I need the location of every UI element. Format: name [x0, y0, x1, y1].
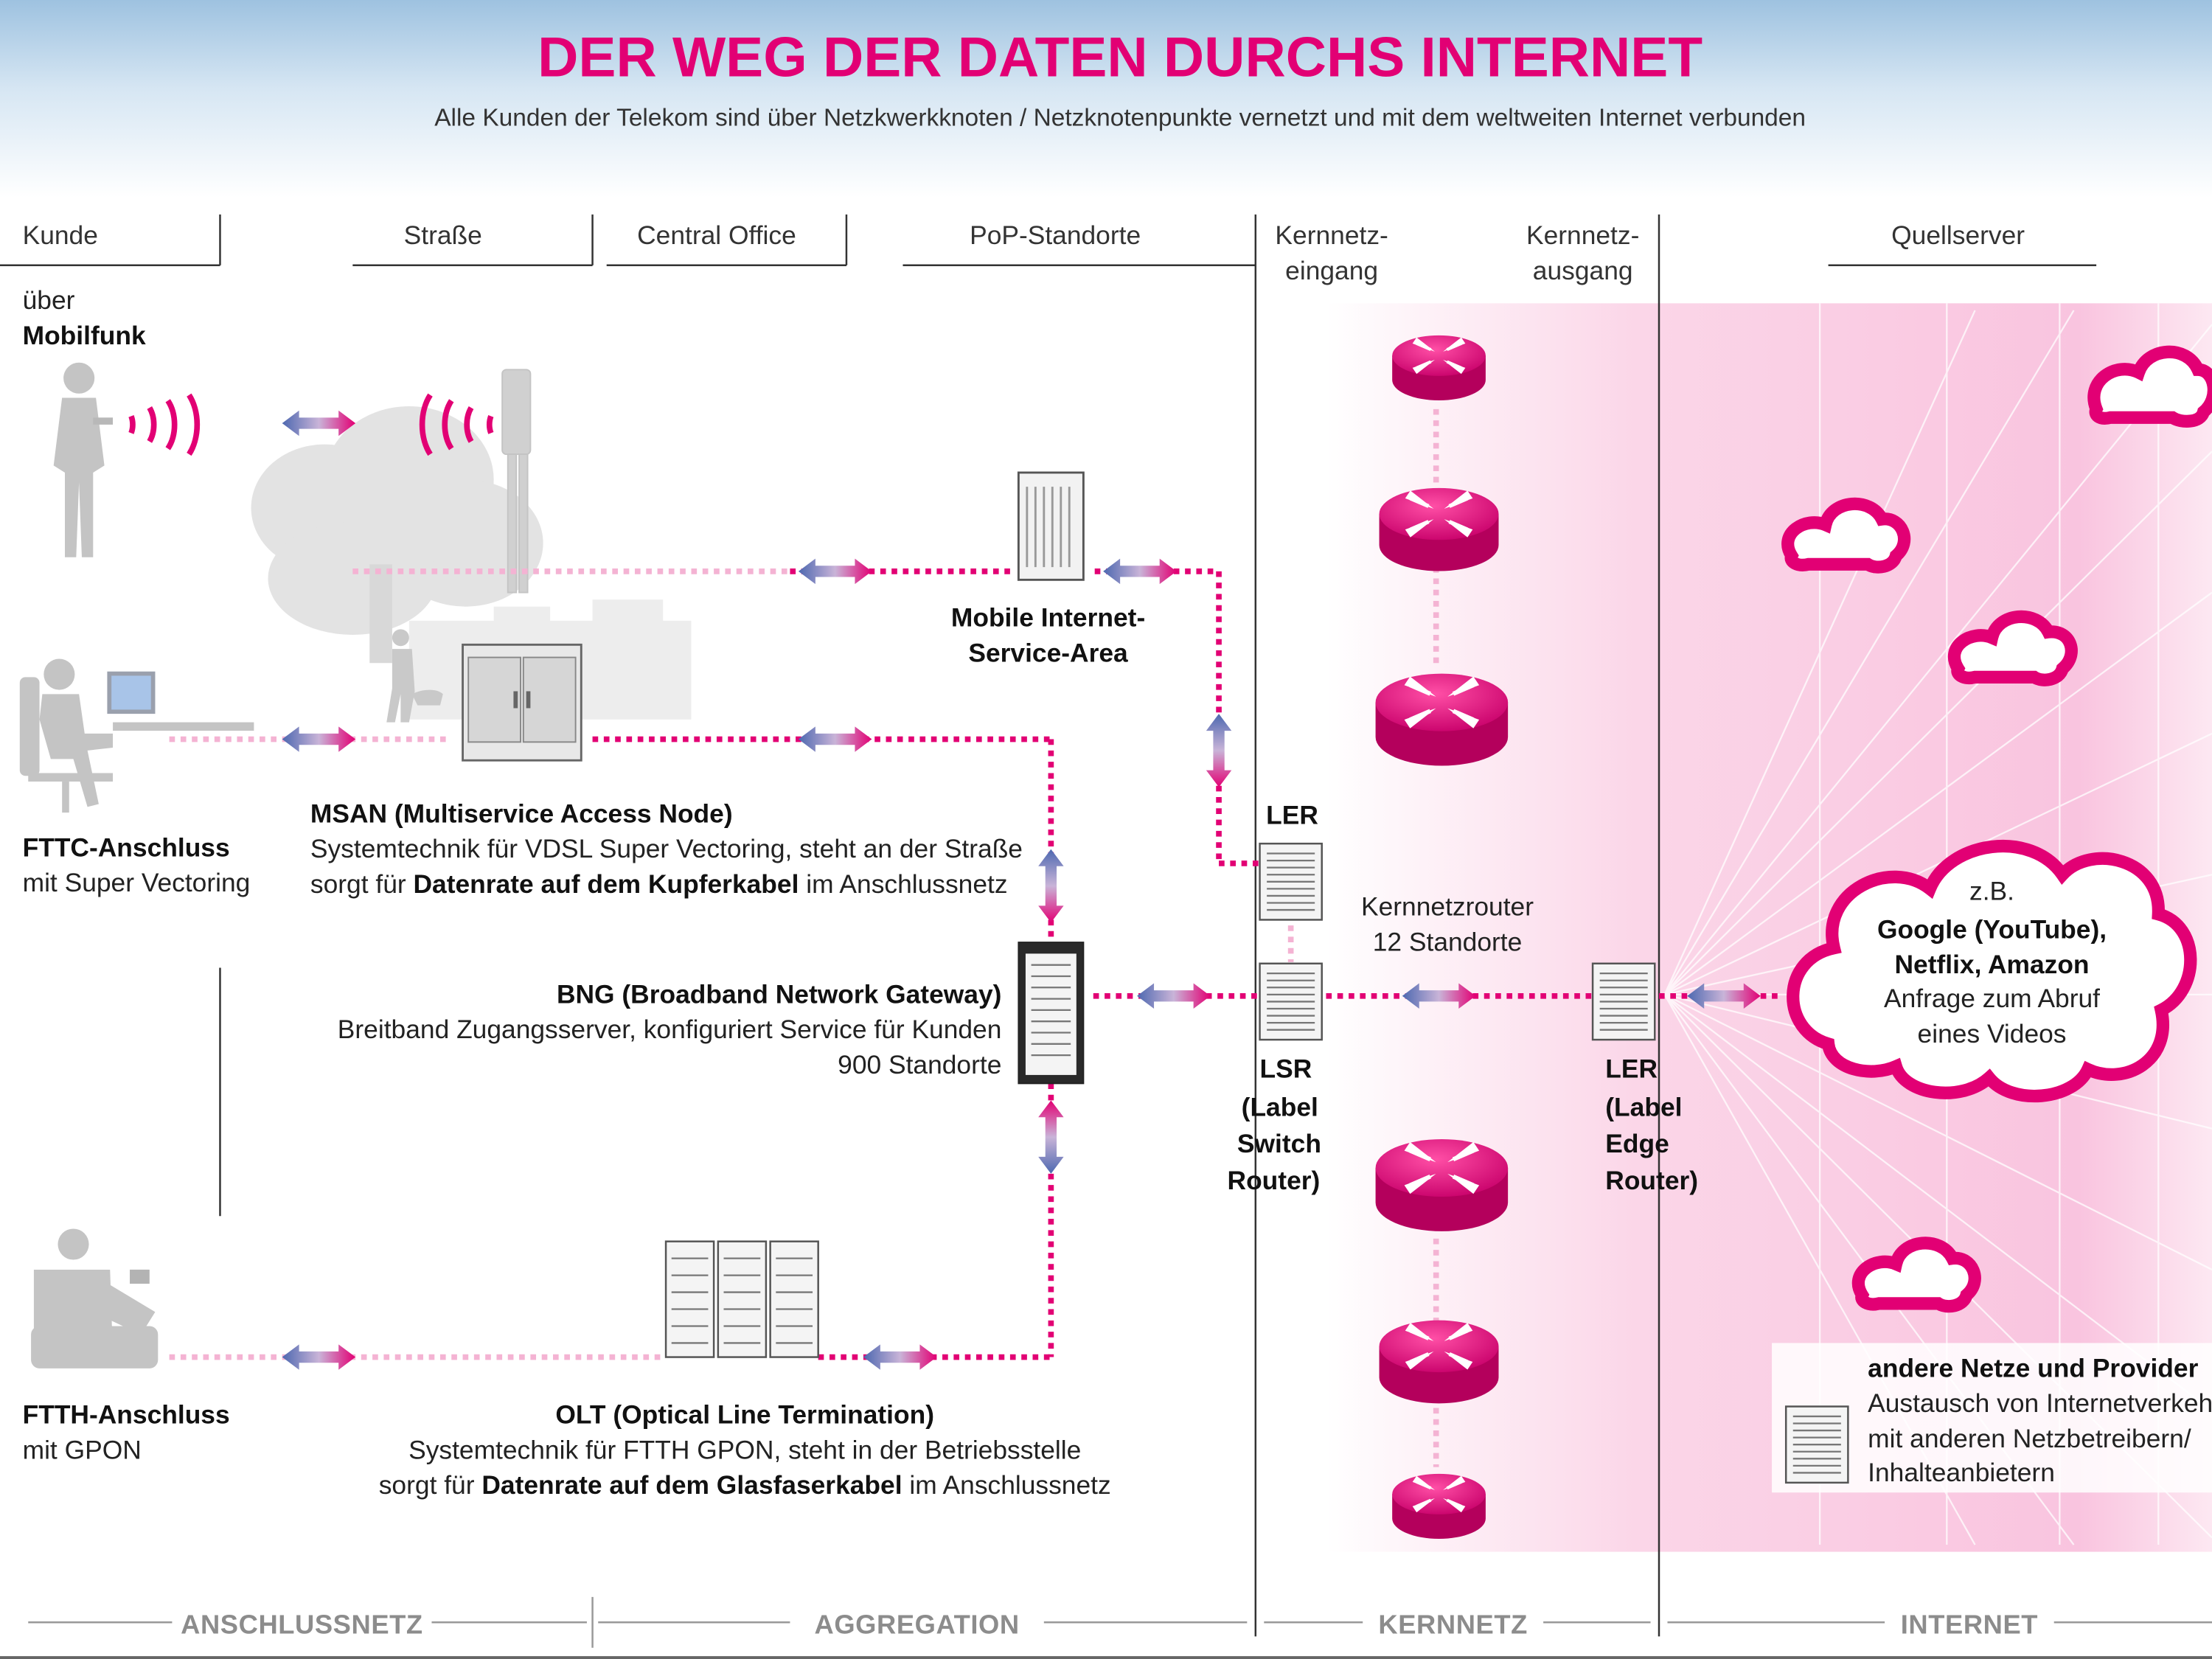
kernrouter-label-2: 12 Standorte	[1373, 928, 1523, 957]
mobile-label-1: über	[23, 286, 75, 315]
mobile-label-2: Mobilfunk	[23, 321, 146, 350]
col-kern-eingang-2: eingang	[1285, 257, 1378, 285]
big-cloud-icon	[1787, 840, 2197, 1103]
col-kunde: Kunde	[23, 221, 98, 250]
cloud-text-3: Netflix, Amazon	[1895, 950, 2090, 979]
ftth-label-2: mit GPON	[23, 1436, 142, 1464]
olt-desc-2: sorgt für Datenrate auf dem Glasfaserkab…	[379, 1471, 1111, 1500]
kernrouter-label-1: Kernnetzrouter	[1361, 893, 1534, 922]
router-icon-4	[1376, 1139, 1509, 1231]
mobile-server-icon	[1017, 471, 1085, 581]
desk-customer-icon	[19, 658, 254, 813]
bng-title: BNG (Broadband Network Gateway)	[557, 980, 1001, 1009]
cloud-icons	[1781, 345, 2212, 1313]
ler-edge-label-3: Edge	[1605, 1130, 1669, 1158]
footer: ANSCHLUSSNETZ AGGREGATION KERNNETZ INTER…	[0, 1596, 2212, 1659]
msan-cabinet-icon	[462, 643, 582, 762]
router-icon-5	[1380, 1321, 1499, 1404]
armchair-customer-icon	[31, 1228, 159, 1368]
footer-internet: INTERNET	[1901, 1610, 2038, 1640]
mobile-customer-icon	[53, 362, 114, 557]
pedestrian-icon	[386, 629, 443, 723]
other-providers-desc-1: Austausch von Internetverkehr	[1868, 1389, 2212, 1418]
col-quellserver: Quellserver	[1891, 221, 2025, 250]
ler-edge-label-1: LER	[1605, 1055, 1658, 1084]
ler-edge-label-2: (Label	[1605, 1093, 1682, 1121]
fttc-label-2: mit Super Vectoring	[23, 869, 251, 897]
ler-top-label: LER	[1266, 801, 1318, 830]
col-central-office: Central Office	[637, 221, 796, 250]
msan-desc-2: sorgt für Datenrate auf dem Kupferkabel …	[310, 870, 1008, 899]
cloud-text-1: z.B.	[1969, 877, 2014, 906]
other-providers-title: andere Netze und Provider	[1868, 1354, 2198, 1382]
msan-desc-1: Systemtechnik für VDSL Super Vectoring, …	[310, 835, 1023, 863]
router-icon-6	[1392, 1474, 1486, 1539]
header-background	[0, 0, 2212, 198]
cloud-text-5: eines Videos	[1918, 1020, 2067, 1048]
router-icon-2	[1380, 488, 1499, 571]
other-providers-desc-2: mit anderen Netzbetreibern/	[1868, 1425, 2191, 1453]
olt-servers-icon	[664, 1240, 819, 1358]
column-headers: Kunde Straße Central Office PoP-Standort…	[0, 214, 2097, 1637]
lsr-label-4: Router)	[1228, 1166, 1321, 1195]
footer-anschlussnetz: ANSCHLUSSNETZ	[181, 1610, 423, 1640]
lsr-label-3: Switch	[1237, 1130, 1321, 1158]
col-kern-ausgang-2: ausgang	[1533, 257, 1633, 285]
wifi-waves-icon	[128, 393, 201, 456]
olt-desc-1: Systemtechnik für FTTH GPON, steht in de…	[408, 1436, 1081, 1464]
cloud-text-2: Google (YouTube),	[1877, 915, 2107, 944]
olt-title: OLT (Optical Line Termination)	[555, 1400, 934, 1429]
lsr-label-2: (Label	[1242, 1093, 1318, 1121]
col-kern-ausgang-1: Kernnetz-	[1526, 221, 1639, 250]
ler-edge-icon	[1591, 962, 1656, 1041]
ftth-label-1: FTTH-Anschluss	[23, 1400, 230, 1429]
msan-title: MSAN (Multiservice Access Node)	[310, 799, 733, 828]
bng-desc-1: Breitband Zugangsserver, konfiguriert Se…	[338, 1015, 1002, 1044]
ler-top-icon	[1259, 842, 1323, 921]
other-providers-desc-3: Inhalteanbietern	[1868, 1458, 2055, 1487]
router-icon-1	[1392, 335, 1486, 400]
footer-aggregation: AGGREGATION	[815, 1610, 1020, 1640]
ler-edge-label-4: Router)	[1605, 1166, 1698, 1195]
cloud-text-4: Anfrage zum Abruf	[1884, 984, 2100, 1013]
page-subtitle: Alle Kunden der Telekom sind über Netzkw…	[434, 104, 1806, 131]
lsr-label-1: LSR	[1260, 1055, 1312, 1084]
other-providers-rack-icon	[1784, 1405, 1849, 1484]
arrows	[282, 410, 1761, 1370]
page-title: DER WEG DER DATEN DURCHS INTERNET	[538, 26, 1703, 88]
bng-desc-2: 900 Standorte	[838, 1051, 1001, 1079]
fttc-label-1: FTTC-Anschluss	[23, 833, 230, 862]
tower-waves-icon	[419, 393, 494, 456]
footer-kernnetz: KERNNETZ	[1378, 1610, 1527, 1640]
mobile-area-label-2: Service-Area	[968, 639, 1128, 667]
lsr-icon	[1259, 962, 1323, 1041]
street-scenery	[251, 406, 692, 720]
mobile-area-label-1: Mobile Internet-	[951, 603, 1145, 632]
col-strasse: Straße	[404, 221, 482, 250]
router-icon-3	[1376, 674, 1509, 766]
col-pop: PoP-Standorte	[970, 221, 1141, 250]
cell-tower-icon	[501, 369, 532, 594]
col-kern-eingang-1: Kernnetz-	[1275, 221, 1388, 250]
bng-server-icon	[1018, 942, 1085, 1085]
